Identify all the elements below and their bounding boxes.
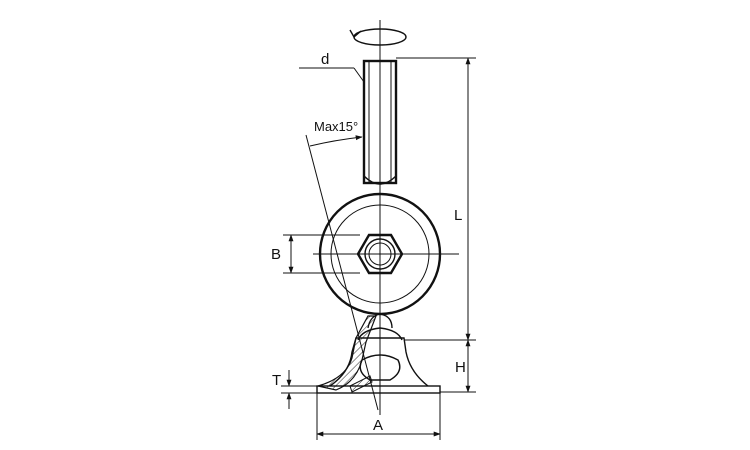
svg-text:L: L (454, 207, 462, 224)
svg-text:Max15°: Max15° (314, 119, 358, 134)
max-angle-annotation: Max15° (305, 119, 379, 411)
svg-text:T: T (272, 372, 281, 389)
svg-text:B: B (271, 246, 281, 263)
rotation-arrow-icon (349, 28, 407, 46)
dimension-B: B (271, 234, 360, 274)
svg-text:A: A (373, 417, 383, 434)
svg-text:d: d (321, 51, 329, 68)
svg-text:H: H (455, 359, 466, 376)
dimension-H: H (440, 339, 476, 393)
foot-side-view (316, 313, 441, 394)
dimension-T: T (272, 370, 324, 409)
dimension-A: A (316, 393, 441, 440)
diameter-leader: d (299, 51, 365, 83)
threaded-stud (362, 59, 398, 185)
dimension-L: L (396, 57, 476, 341)
